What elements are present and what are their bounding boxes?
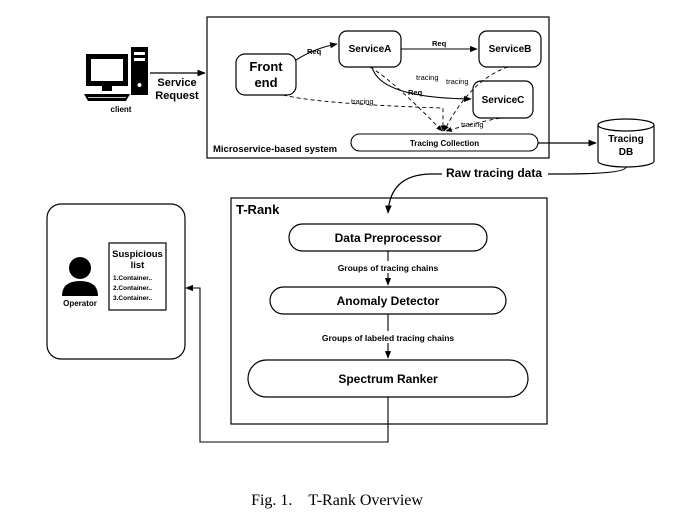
service-c-label: ServiceC (482, 95, 525, 106)
tracing-label-2: tracing (416, 73, 439, 82)
operator-label: Operator (63, 299, 97, 308)
microservice-system-box (206, 16, 550, 159)
suspicious-list-item: 2.Container.. (113, 285, 152, 292)
tracing-label-4: tracing (461, 120, 484, 129)
service-c-node (472, 80, 534, 119)
frontend-node (235, 53, 297, 96)
tracing-line-service-b (443, 66, 509, 132)
tracing-label-3: tracing (446, 77, 469, 86)
anomaly-detector-label: Anomaly Detector (337, 294, 440, 308)
tracing-label-1: tracing (351, 97, 374, 106)
tracing-line-frontend (282, 94, 446, 132)
data-preprocessor-label: Data Preprocessor (335, 231, 442, 245)
suspicious-list-title-line2: list (131, 260, 146, 271)
raw-tracing-data-label: Raw tracing data (446, 166, 542, 180)
ranker-to-operator-arrow (185, 284, 389, 443)
req-label-2: Req (432, 39, 447, 48)
req-arrow-frontend-to-a (295, 42, 338, 61)
service-b-label: ServiceB (489, 44, 532, 55)
tracing-db-cylinder (597, 118, 655, 168)
trank-title: T-Rank (236, 202, 280, 217)
operator-person-icon (62, 257, 98, 296)
groups-labeled-chains-label: Groups of labeled tracing chains (322, 333, 455, 343)
suspicious-list-title-line1: Suspicious (112, 249, 163, 260)
suspicious-list-item: 1.Container.. (113, 275, 152, 282)
tracing-line-service-c (445, 117, 501, 132)
tracing-line-service-a (369, 66, 443, 132)
figure-caption: Fig. 1. T-Rank Overview (251, 492, 423, 509)
client-label: client (111, 105, 132, 114)
service-a-label: ServiceA (349, 44, 392, 55)
suspicious-list-item: 3.Container.. (113, 295, 152, 302)
req-label-3: Req (408, 88, 423, 97)
microservice-system-label: Microservice-based system (213, 144, 337, 155)
spectrum-ranker-label: Spectrum Ranker (338, 372, 438, 386)
tracing-db-label-line2: DB (619, 147, 633, 158)
frontend-label-line2: end (254, 75, 277, 90)
req-label-1: Req (307, 47, 322, 56)
frontend-label-line1: Front (249, 59, 283, 74)
service-b-node (478, 30, 542, 68)
computer-icon (84, 47, 148, 101)
trank-box (230, 197, 548, 425)
groups-tracing-chains-label: Groups of tracing chains (338, 263, 439, 273)
suspicious-list-box (108, 242, 167, 311)
service-request-label-line1: Service (157, 77, 196, 89)
tracing-db-label-line1: Tracing (608, 134, 644, 145)
service-request-label-line2: Request (155, 90, 199, 102)
tracing-collection-label: Tracing Collection (410, 139, 479, 148)
